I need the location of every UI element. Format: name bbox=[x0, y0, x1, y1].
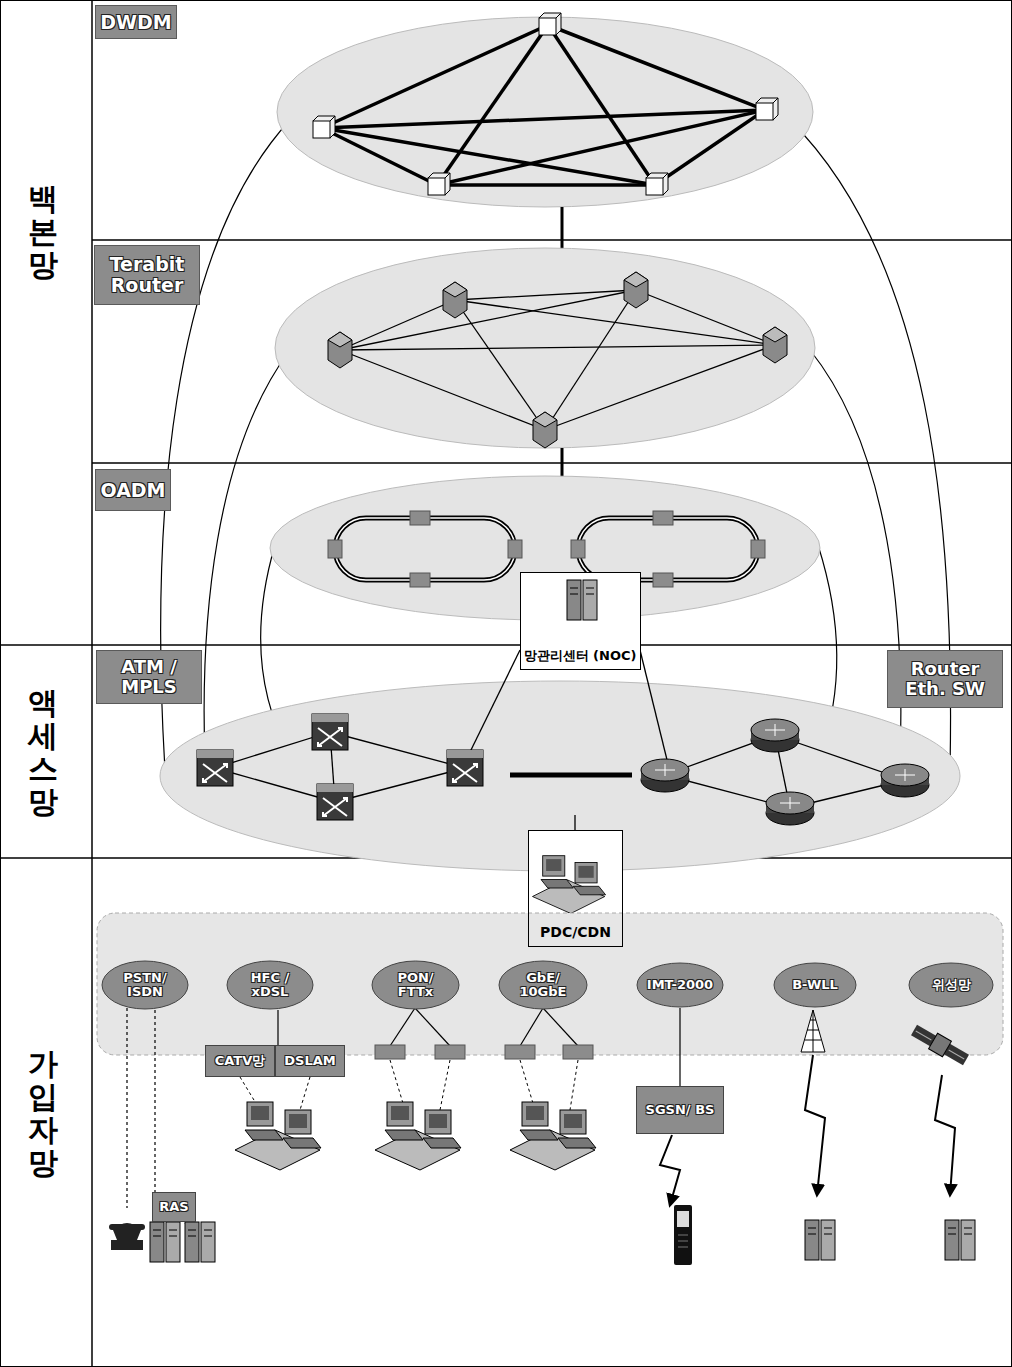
link-line bbox=[277, 1010, 278, 1045]
tier-tag: Router Eth. SW bbox=[887, 650, 1003, 708]
ellipse-fill bbox=[372, 961, 459, 1009]
node-label: DWDM bbox=[100, 12, 171, 33]
link-line bbox=[154, 1010, 155, 1192]
node-label: 위성망 bbox=[932, 978, 971, 992]
node-label: 망관리센터 (NOC) bbox=[524, 649, 637, 663]
device-box: RAS bbox=[152, 1192, 196, 1222]
tier-name: 액세스망 bbox=[28, 686, 58, 818]
tier-tag: DWDM bbox=[95, 5, 177, 39]
node-label: Router Eth. SW bbox=[891, 659, 999, 699]
node-label: GbE/ 10GbE bbox=[507, 971, 579, 1000]
ellipse-fill bbox=[637, 963, 723, 1007]
node-label: CATV망 bbox=[215, 1054, 266, 1068]
network-ellipse: B-WLL bbox=[773, 962, 857, 1008]
noc-box: 망관리센터 (NOC) bbox=[520, 572, 641, 670]
device-box: SGSN/ BS bbox=[636, 1086, 724, 1134]
node-label: DSLAM bbox=[284, 1054, 335, 1068]
network-ellipse: PON/ FTTx bbox=[371, 960, 460, 1010]
tier-tag: OADM bbox=[95, 469, 171, 511]
network-ellipse: IMT-2000 bbox=[636, 962, 724, 1008]
device-box: DSLAM bbox=[275, 1045, 345, 1077]
network-ellipse: GbE/ 10GbE bbox=[498, 960, 588, 1010]
node-label: ATM / MPLS bbox=[100, 657, 198, 697]
link-line bbox=[679, 1008, 680, 1086]
device-box: CATV망 bbox=[205, 1045, 275, 1077]
node-label: HFC / xDSL bbox=[235, 971, 305, 1000]
tier-tag: ATM / MPLS bbox=[96, 650, 202, 704]
node-label: RAS bbox=[159, 1200, 188, 1214]
ellipse-fill bbox=[102, 961, 188, 1009]
node-label: PSTN/ ISDN bbox=[110, 971, 180, 1000]
tier-tag: Terabit Router bbox=[94, 245, 200, 305]
ellipse-fill bbox=[909, 963, 993, 1007]
node-label: SGSN/ BS bbox=[646, 1103, 715, 1117]
node-label: B-WLL bbox=[792, 978, 838, 992]
ellipse-fill bbox=[499, 961, 587, 1009]
tier-name: 가입자망 bbox=[28, 1047, 58, 1179]
node-label: OADM bbox=[100, 480, 165, 501]
node-label: IMT-2000 bbox=[647, 978, 713, 992]
network-ellipse: 위성망 bbox=[908, 962, 994, 1008]
pdc-box: PDC/CDN bbox=[528, 830, 623, 947]
network-ellipse: HFC / xDSL bbox=[226, 960, 314, 1010]
ellipse-fill bbox=[774, 963, 856, 1007]
node-label: PDC/CDN bbox=[540, 925, 611, 940]
ellipse-fill bbox=[227, 961, 313, 1009]
network-ellipse: PSTN/ ISDN bbox=[101, 960, 189, 1010]
node-label: PON/ FTTx bbox=[380, 971, 451, 1000]
node-label: Terabit Router bbox=[98, 254, 196, 296]
tier-name: 백본망 bbox=[28, 182, 58, 281]
